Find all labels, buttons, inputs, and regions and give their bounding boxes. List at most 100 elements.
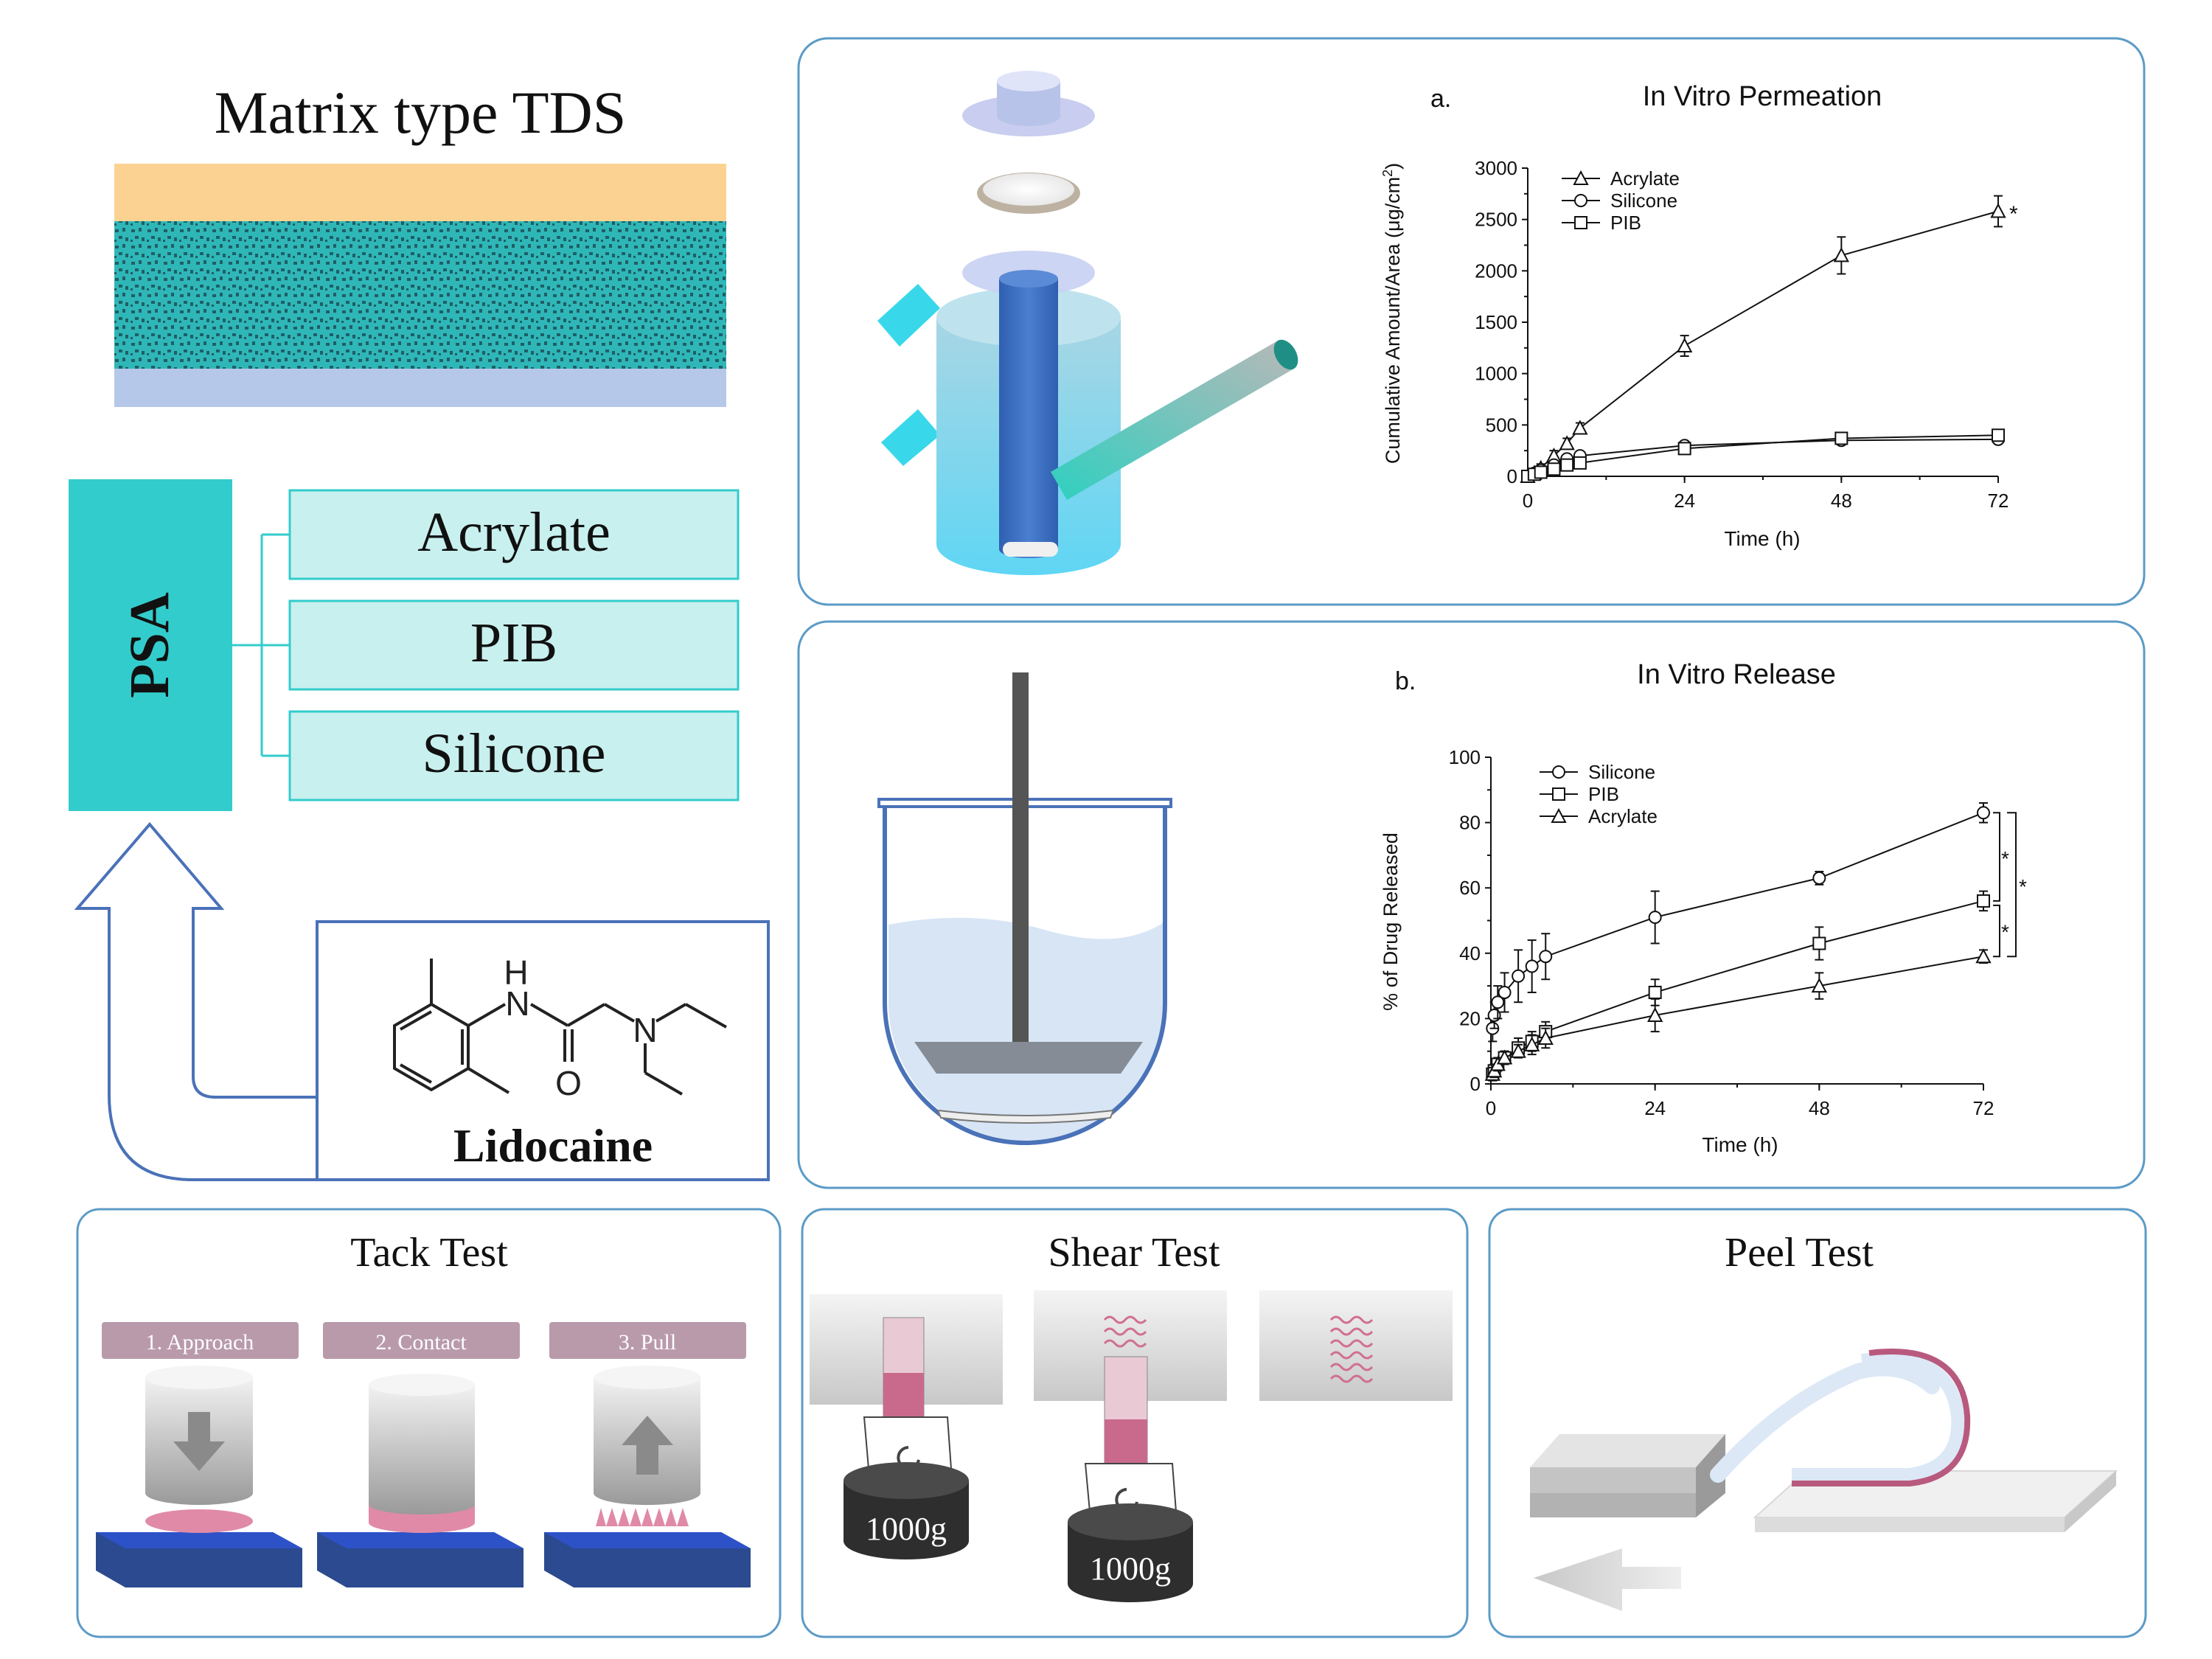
data-point [1977,806,1990,820]
tack-step-approach [102,1322,299,1359]
probe-top [145,1366,253,1389]
lidocaine-box: H N N O Lidocaine [316,920,770,1181]
data-point [1812,936,1826,950]
significance-bracket [1993,904,2000,958]
data-point [1512,969,1526,983]
x-tick-label: 24 [1644,1097,1666,1119]
significance-marker: * [2019,875,2027,898]
peel-loop-liner [1792,1352,1965,1481]
y-tick-label: 60 [1459,877,1481,899]
y-tick-label: 0 [1470,1073,1481,1095]
psa-option-pib [288,599,740,691]
peel-title: Peel Test [1725,1230,1874,1276]
legend-label: Silicone [1610,189,1677,212]
permeation-panel-letter: a. [1430,85,1451,113]
x-tick-label: 72 [1973,1097,1994,1119]
matrix-tds-section: Matrix type TDS [114,79,726,407]
data-point [1648,911,1662,925]
permeation-xlabel: Time (h) [1724,527,1800,550]
psa-label: PSA [119,592,181,698]
data-point [1812,871,1826,885]
tack-title: Tack Test [350,1230,508,1276]
up-arrow-icon [622,1416,673,1475]
y-tick-label: 2000 [1475,260,1517,282]
data-point [1574,194,1587,207]
x-tick-label: 72 [1988,490,2009,512]
weight-top [1068,1503,1193,1540]
peel-clamp-lower [1530,1493,1696,1517]
y-tick-label: 20 [1459,1007,1481,1029]
permeation-panel: a. In Vitro Permeation Cumulative Amount… [797,37,2146,606]
probe-top [594,1366,700,1389]
shear-test-panel: Shear Test 1000g 1000g [801,1208,1469,1638]
data-point [1574,216,1587,229]
release-panel: b. In Vitro Release % of Drug Released T… [797,620,2146,1189]
tack-step-label: 3. Pull [619,1330,676,1354]
x-tick-label: 48 [1831,490,1852,512]
tack-step-contact [323,1322,520,1359]
peel-substrate-side [2065,1471,2116,1532]
psa-option-acrylate [288,489,740,580]
x-tick-label: 24 [1674,490,1695,512]
peel-clamp-top [1530,1434,1725,1467]
adhesive-residue [1329,1315,1374,1383]
data-point [1834,431,1848,445]
patch-sample [936,1109,1115,1124]
data-point [1990,203,2006,218]
y-tick-label: 1500 [1475,311,1517,333]
weight-top [844,1462,969,1499]
tack-pull-scene [544,1366,751,1587]
psa-option-label: PIB [470,612,557,674]
dissolution-vessel-illustration [877,672,1172,1145]
y-tick-label: 500 [1486,414,1517,436]
amide-n-atom: N [505,984,529,1023]
data-point [1496,1049,1513,1065]
data-point [1811,977,1827,993]
data-point [1647,1006,1663,1022]
legend-label: Silicone [1588,761,1655,783]
weight-label: 1000g [866,1511,947,1547]
legend-label: PIB [1588,783,1619,805]
release-title: In Vitro Release [1637,659,1836,690]
amide-h-atom: H [504,953,528,992]
release-panel-letter: b. [1395,667,1416,695]
y-tick-label: 2500 [1475,209,1517,231]
x-tick-label: 0 [1486,1097,1496,1119]
up-arrow [74,821,317,1181]
series-line [1492,812,1984,1029]
data-point [1572,420,1588,435]
tack-step-label: 1. Approach [146,1330,254,1354]
significance-bracket [1993,812,2000,902]
data-point [1510,1043,1526,1058]
y-tick-label: 1000 [1475,363,1517,385]
tack-test-panel: Tack Test 1. Approach 2. Contact 3. Pull [76,1208,782,1638]
shear-plate [1259,1290,1453,1401]
tube-opening [1273,339,1298,370]
release-xlabel: Time (h) [1702,1133,1778,1156]
substrate-top [96,1532,302,1548]
y-tick-label: 100 [1449,746,1481,768]
adhesive-residue [1103,1315,1147,1348]
psa-option-label: Acrylate [417,501,611,563]
y-tick-label: 80 [1459,812,1481,834]
data-point [1559,435,1575,451]
y-tick-label: 3000 [1475,157,1517,179]
psa-section: PSA Acrylate PIB Silicone [69,479,740,811]
data-point [1560,458,1574,472]
data-point [1552,787,1565,801]
significance-bracket [2007,812,2017,958]
data-point [1534,465,1548,479]
data-point [1573,456,1587,470]
vessel-wall [883,804,1167,1145]
release-ylabel: % of Drug Released [1380,832,1402,1011]
x-tick-label: 0 [1523,490,1533,512]
tack-contact-scene [317,1374,524,1587]
legend-label: Acrylate [1610,167,1680,189]
substrate-top [317,1532,524,1548]
carbonyl-o-atom: O [555,1064,582,1102]
sampling-arm-lower [881,409,940,466]
lidocaine-frame [316,920,770,1181]
significance-marker: * [2001,847,2009,870]
significance-marker: * [2009,202,2018,226]
